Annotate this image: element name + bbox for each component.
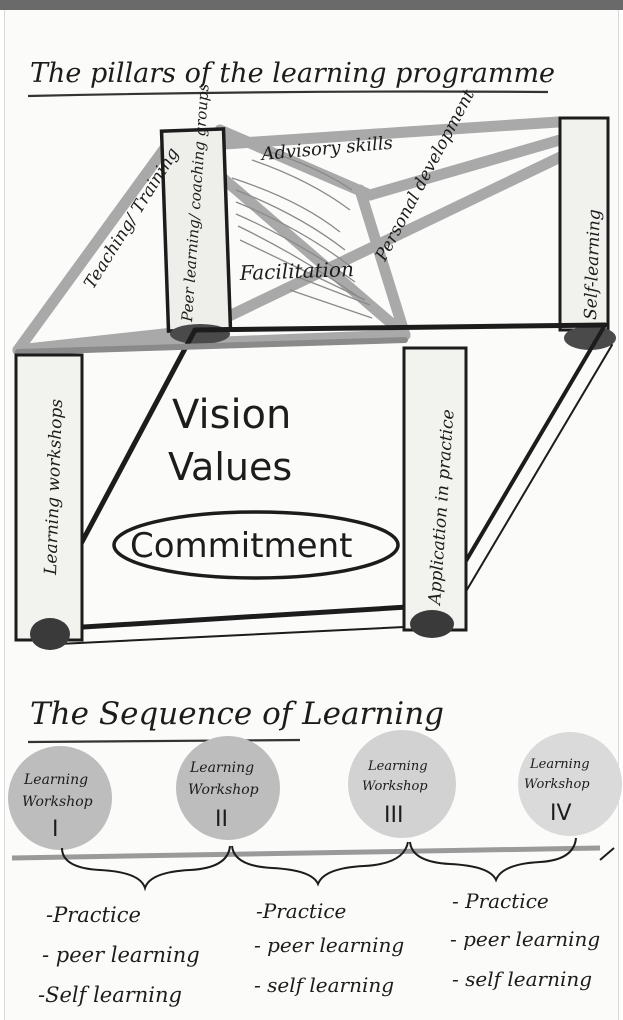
pillars-title: The pillars of the learning programme: [30, 58, 555, 89]
practice-group-2-a: -Practice: [256, 899, 346, 923]
core-commitment: Commitment: [130, 526, 352, 566]
workshop-4-line1: Learning: [529, 757, 590, 772]
core-values: Values: [168, 445, 292, 489]
sequence-title: The Sequence of Learning: [30, 696, 444, 732]
workshop-4-numeral: IV: [550, 801, 572, 826]
practice-group-1-b: - peer learning: [42, 943, 200, 967]
commitment-ellipse: [112, 510, 400, 580]
base-frame: [15, 322, 613, 646]
workshop-1-line2: Workshop: [22, 794, 93, 810]
practice-group-1-a: -Practice: [46, 903, 141, 927]
workshop-4: Learning Workshop IV: [518, 732, 622, 836]
workshop-2-numeral: II: [215, 807, 228, 832]
timeline-line: [11, 845, 601, 861]
practice-group-2-b: - peer learning: [254, 933, 404, 957]
workshop-2-line1: Learning: [189, 760, 254, 776]
workshop-3-numeral: III: [384, 803, 403, 828]
practice-group-3-a: - Practice: [452, 889, 549, 913]
workshop-3: Learning Workshop III: [348, 730, 456, 838]
workshop-1-numeral: I: [52, 817, 59, 842]
workshop-1: Learning Workshop I: [8, 746, 112, 850]
practice-group-3-b: - peer learning: [450, 927, 600, 951]
workshop-2: Learning Workshop II: [176, 736, 280, 840]
label-facilitation: Facilitation: [238, 257, 354, 285]
practice-group-2: -Practice - peer learning - self learnin…: [254, 899, 404, 997]
practice-braces: [61, 837, 615, 892]
pillars-title-underline: [27, 90, 549, 98]
practice-group-3: - Practice - peer learning - self learni…: [450, 889, 600, 991]
peer-learning-pillar: [159, 127, 233, 344]
top-border-bar: [0, 0, 623, 10]
sequence-title-underline: [27, 738, 301, 744]
application-pillar: [402, 346, 468, 638]
practice-group-3-c: - self learning: [452, 967, 592, 991]
workshop-4-line2: Workshop: [524, 777, 590, 792]
workshop-2-line2: Workshop: [188, 782, 259, 798]
label-self-learning: Self-learning: [581, 209, 605, 320]
label-personal-development: Personal development: [371, 86, 479, 265]
core-vision: Vision: [172, 392, 291, 438]
workshop-3-line1: Learning: [367, 759, 428, 774]
workshop-1-line1: Learning: [23, 772, 88, 788]
practice-group-2-c: - self learning: [254, 973, 394, 997]
practice-group-1: -Practice - peer learning -Self learning: [38, 903, 200, 1007]
roof-frame: [12, 116, 581, 356]
practice-group-1-c: -Self learning: [38, 983, 182, 1007]
workshop-3-line2: Workshop: [362, 779, 428, 794]
learning-workshops-pillar: [14, 353, 84, 650]
roof-hatching: [231, 149, 373, 319]
self-learning-pillar: [558, 116, 616, 350]
